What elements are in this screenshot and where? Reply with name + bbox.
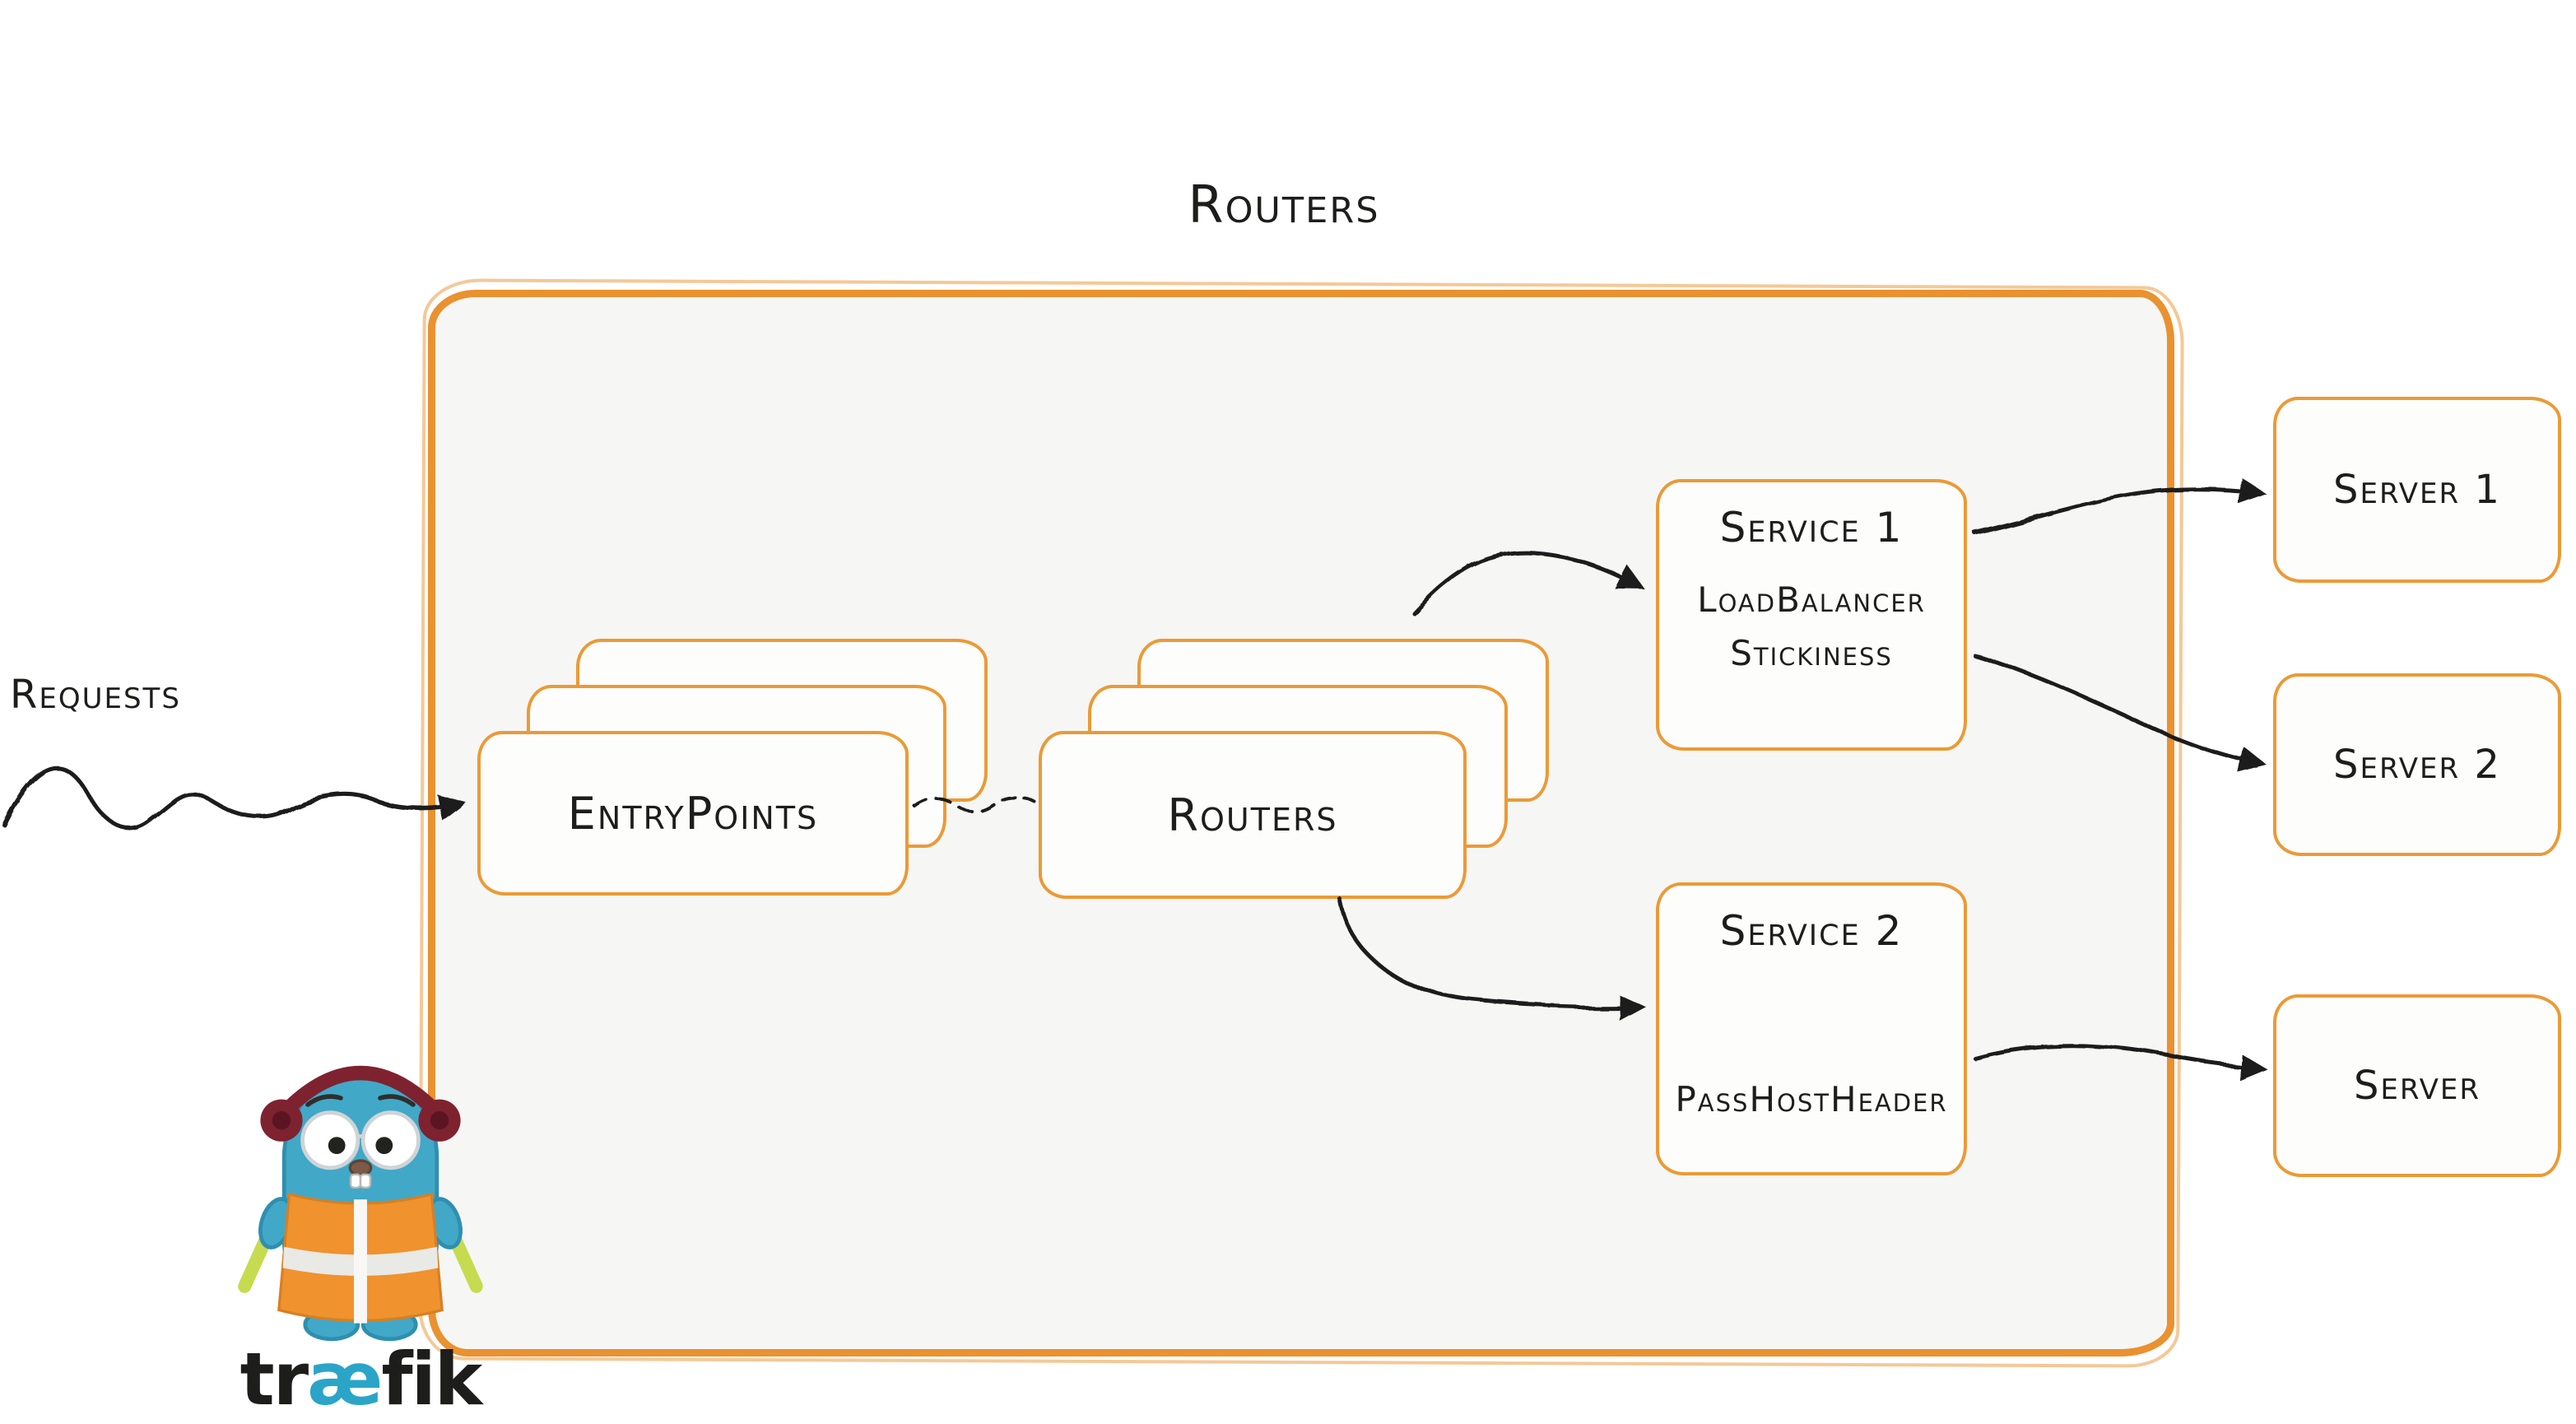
service2-box: Service 2 PassHostHeader [1656,882,1967,1175]
server2-box: Server 2 [2273,673,2561,856]
wordmark-ae: æ [307,1337,383,1422]
server1-box: Server 1 [2273,397,2561,583]
gopher-vest [277,1192,444,1324]
service1-box: Service 1 LoadBalancer Stickiness [1656,479,1967,751]
service1-feature-loadbalancer: LoadBalancer [1697,579,1926,620]
traefik-gopher-logo [238,1065,483,1342]
routers-label: Routers [1167,789,1338,841]
routers-box: Routers [1039,731,1467,899]
diagram-title: Routers [1188,175,1380,235]
server1-label: Server 1 [2333,467,2501,513]
requests-label: Requests [10,672,181,718]
routers-stack: Routers [1039,639,1582,902]
entrypoints-box: EntryPoints [477,731,909,896]
server2-label: Server 2 [2333,742,2501,788]
gopher-headphones [260,1065,461,1142]
gopher-face [300,1094,421,1189]
service1-title: Service 1 [1719,504,1904,551]
service2-title: Service 2 [1719,907,1904,955]
service2-feature-passhostheader: PassHostHeader [1675,1078,1948,1119]
wordmark-post: fik [381,1337,482,1422]
wordmark-pre: tr [239,1337,309,1422]
service1-feature-stickiness: Stickiness [1730,633,1893,674]
arrow-requests-to-entrypoints [2,766,467,831]
server3-label: Server [2353,1063,2481,1109]
entrypoints-stack: EntryPoints [477,639,1021,902]
traefik-wordmark: træfik [212,1343,509,1416]
server3-box: Server [2273,994,2561,1177]
entrypoints-label: EntryPoints [567,787,819,840]
